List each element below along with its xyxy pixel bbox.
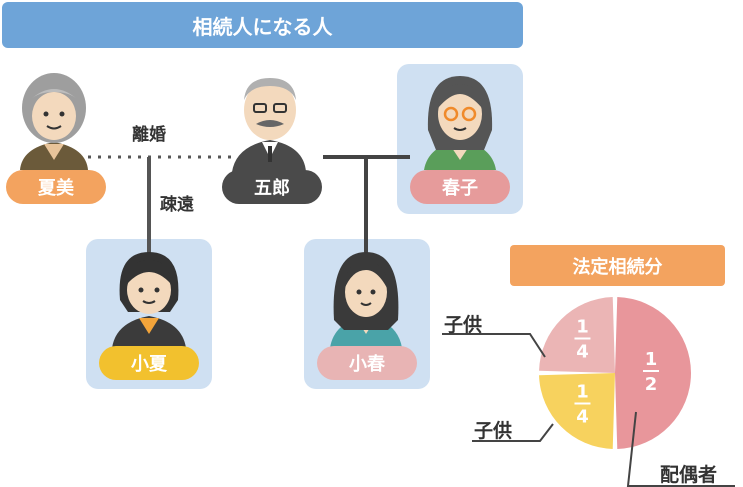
- goro-badge: 五郎: [222, 170, 322, 204]
- haruko-name: 春子: [442, 178, 478, 199]
- natsumi-name: 夏美: [38, 178, 74, 199]
- haruko-badge: 春子: [410, 170, 510, 204]
- spouse-slice: [615, 297, 691, 449]
- natsumi-badge: 夏美: [6, 170, 106, 204]
- child1-slice: [539, 297, 615, 373]
- child1-slice-denominator: 4: [576, 341, 589, 362]
- child2-slice-numerator: 1: [576, 382, 589, 403]
- spouse-slice-numerator: 1: [645, 349, 658, 370]
- child2-leader-line: [472, 423, 554, 442]
- child1-leader-line: [442, 333, 546, 358]
- header-banner: 相続人になる人: [2, 2, 523, 48]
- koharu-badge: 小春: [317, 346, 417, 380]
- goro-avatar: [232, 78, 306, 172]
- spouse-leader-line: [626, 411, 735, 487]
- konatsu-badge: 小夏: [99, 346, 199, 380]
- konatsu-name: 小夏: [131, 354, 167, 375]
- pie-title: 法定相続分: [510, 245, 725, 286]
- header-title: 相続人になる人: [192, 14, 333, 39]
- child1-slice-numerator: 1: [576, 316, 589, 337]
- koharu-avatar: [330, 252, 402, 348]
- child2-slice-denominator: 4: [576, 407, 589, 428]
- spouse-label: 配偶者: [660, 464, 718, 486]
- estranged-label: 疎遠: [160, 195, 194, 215]
- pie-title-text: 法定相続分: [572, 256, 663, 278]
- child1-label: 子供: [444, 314, 483, 336]
- child2-label: 子供: [474, 420, 513, 442]
- divorce-label: 離婚: [132, 125, 166, 145]
- child2-slice: [539, 373, 615, 449]
- natsumi-avatar: [20, 73, 88, 170]
- spouse-slice-denominator: 2: [645, 374, 658, 395]
- koharu-name: 小春: [349, 354, 385, 375]
- inheritance-pie-chart: 1 2 1 4 1 4: [539, 297, 691, 449]
- haruko-avatar: [424, 76, 496, 170]
- konatsu-avatar: [112, 252, 186, 348]
- goro-name: 五郎: [254, 178, 290, 199]
